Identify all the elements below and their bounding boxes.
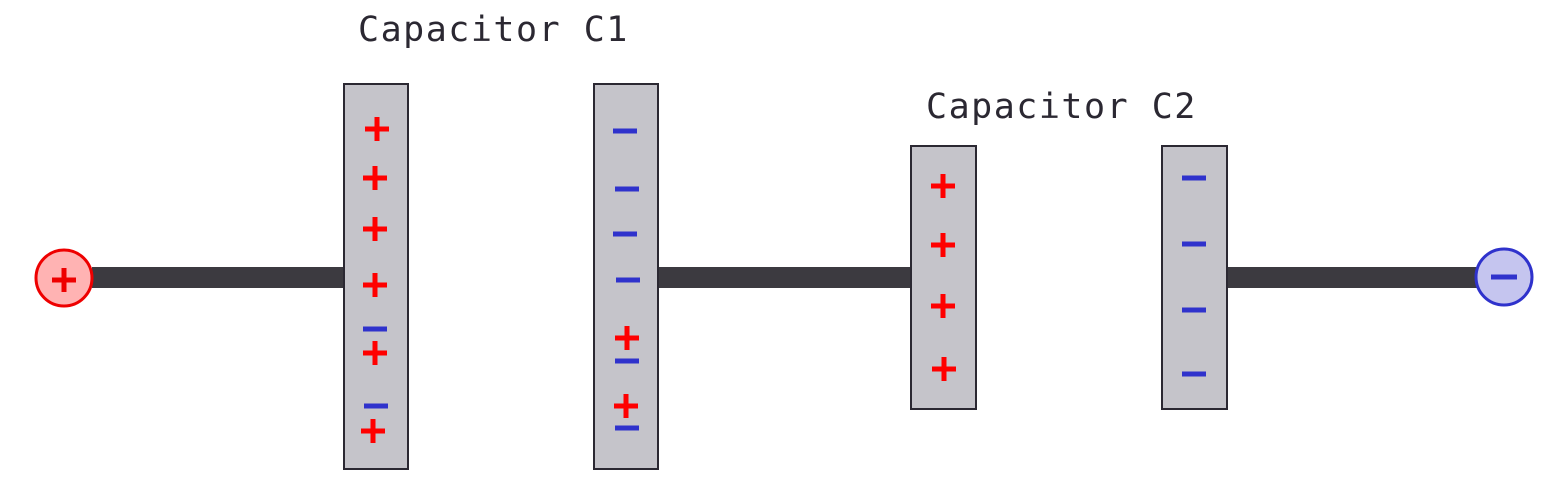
c2-left-plus-sign-icon	[931, 174, 955, 198]
c1-left-plus-sign-icon	[363, 166, 387, 190]
capacitor-c1	[343, 83, 659, 470]
capacitor-c2-label: Capacitor C2	[926, 87, 1197, 127]
c1-left-plus-sign-icon	[365, 117, 389, 141]
capacitor-c2	[910, 145, 1228, 410]
c1-left-plus-sign-icon	[363, 273, 387, 297]
c2-left-plus-sign-icon	[931, 233, 955, 257]
capacitor-c1-label: Capacitor C1	[358, 10, 629, 50]
c1-left-plus-sign-icon	[361, 419, 385, 443]
c1-left-plus-sign-icon	[363, 341, 387, 365]
plus-sign-icon	[52, 268, 76, 292]
negative-terminal[interactable]	[1474, 247, 1534, 307]
positive-terminal[interactable]	[34, 248, 94, 308]
wire-left	[92, 267, 344, 288]
wire-right	[1226, 267, 1478, 288]
c1-right-plus-sign-icon	[614, 394, 638, 418]
c1-left-plus-sign-icon	[363, 217, 387, 241]
c2-right-plate	[1161, 145, 1228, 410]
charge-signs	[361, 117, 1206, 443]
wire-middle	[658, 267, 912, 288]
c2-left-plus-sign-icon	[931, 294, 955, 318]
c2-left-plus-sign-icon	[932, 357, 956, 381]
c1-right-plus-sign-icon	[615, 326, 639, 350]
